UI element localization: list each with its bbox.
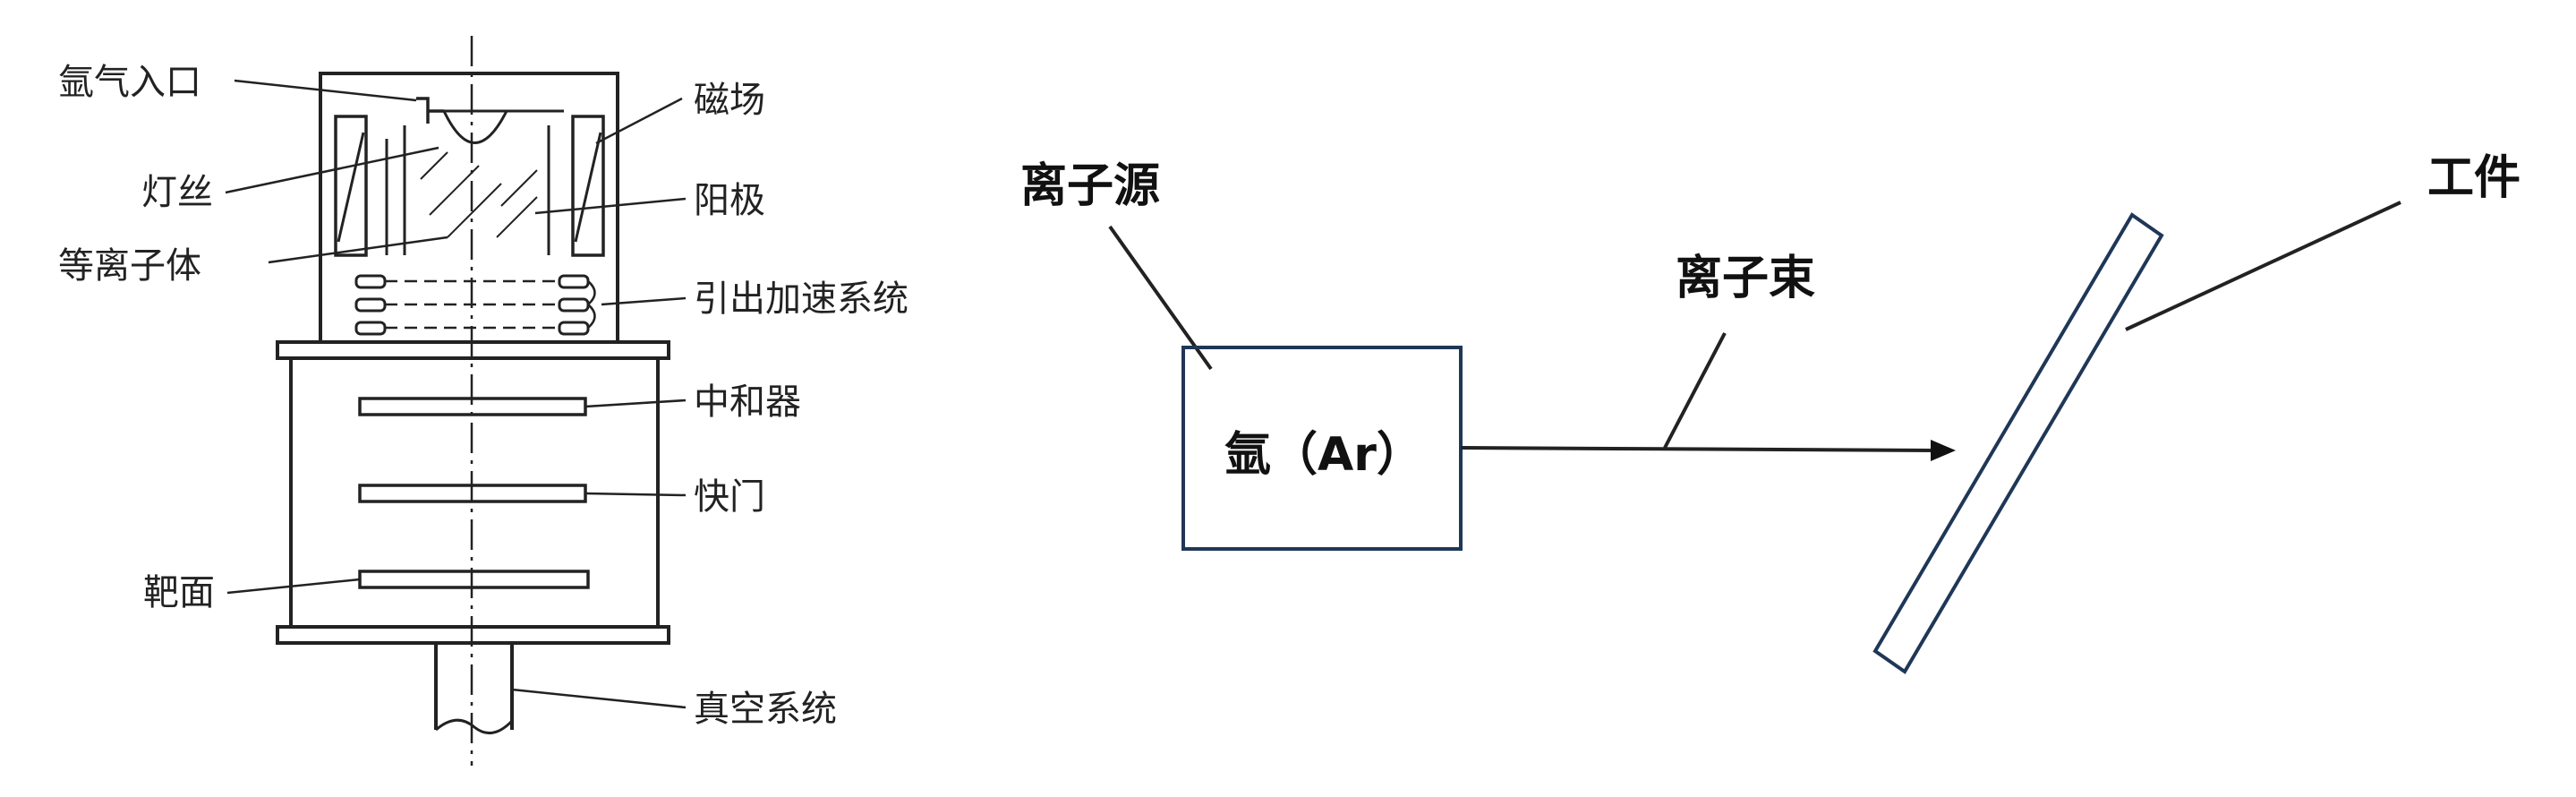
- vacuum-pipe: [434, 643, 514, 730]
- label-shutter: 快门: [694, 476, 765, 518]
- magnetic-coil-right: [571, 115, 605, 257]
- ion-beam-schematic: 离子源 氩（Ar） 离子束 工件: [1020, 151, 2521, 674]
- magnetic-coil-left: [334, 115, 368, 257]
- ion-beam-arrowhead: [1931, 440, 1956, 461]
- label-magnetic-field: 磁场: [694, 80, 765, 121]
- label-neutralizer: 中和器: [694, 381, 801, 423]
- label-filament: 灯丝: [141, 172, 213, 213]
- label-ion-beam: 离子束: [1676, 252, 1815, 305]
- target-plate: [358, 570, 590, 589]
- label-extraction-system: 引出加速系统: [694, 279, 908, 320]
- label-plasma: 等离子体: [58, 245, 201, 287]
- label-target: 靶面: [143, 572, 215, 613]
- bottom-flange: [276, 625, 670, 645]
- ion-beam-arrow: [1460, 446, 1934, 452]
- plasma-hatching: [420, 151, 538, 238]
- label-vacuum-system: 真空系统: [694, 689, 837, 730]
- coil-winding-right: [574, 132, 602, 243]
- leader-ion-source: [1108, 225, 1213, 371]
- leader-ion-beam: [1663, 332, 1727, 449]
- leader-lines: [225, 79, 687, 709]
- workpiece-plate: [1872, 212, 2164, 674]
- coil-winding-left: [337, 132, 365, 243]
- extraction-grids: [354, 274, 596, 336]
- upper-flange: [276, 340, 670, 360]
- label-argon-inlet: 氩气入口: [58, 62, 201, 103]
- leader-workpiece: [2125, 201, 2401, 331]
- label-ion-source: 离子源: [1020, 159, 1160, 213]
- label-argon-box: 氩（Ar）: [1224, 428, 1423, 482]
- filament-dome: [442, 110, 508, 144]
- ion-source-apparatus: 氩气入口 灯丝 等离子体 磁场 阳极 引出加速系统 中和器 快门 靶面 真空系统: [58, 36, 908, 766]
- upper-housing: [319, 72, 619, 342]
- vacuum-pipe-break: [435, 718, 514, 735]
- label-workpiece: 工件: [2427, 151, 2521, 205]
- label-anode: 阳极: [694, 180, 765, 221]
